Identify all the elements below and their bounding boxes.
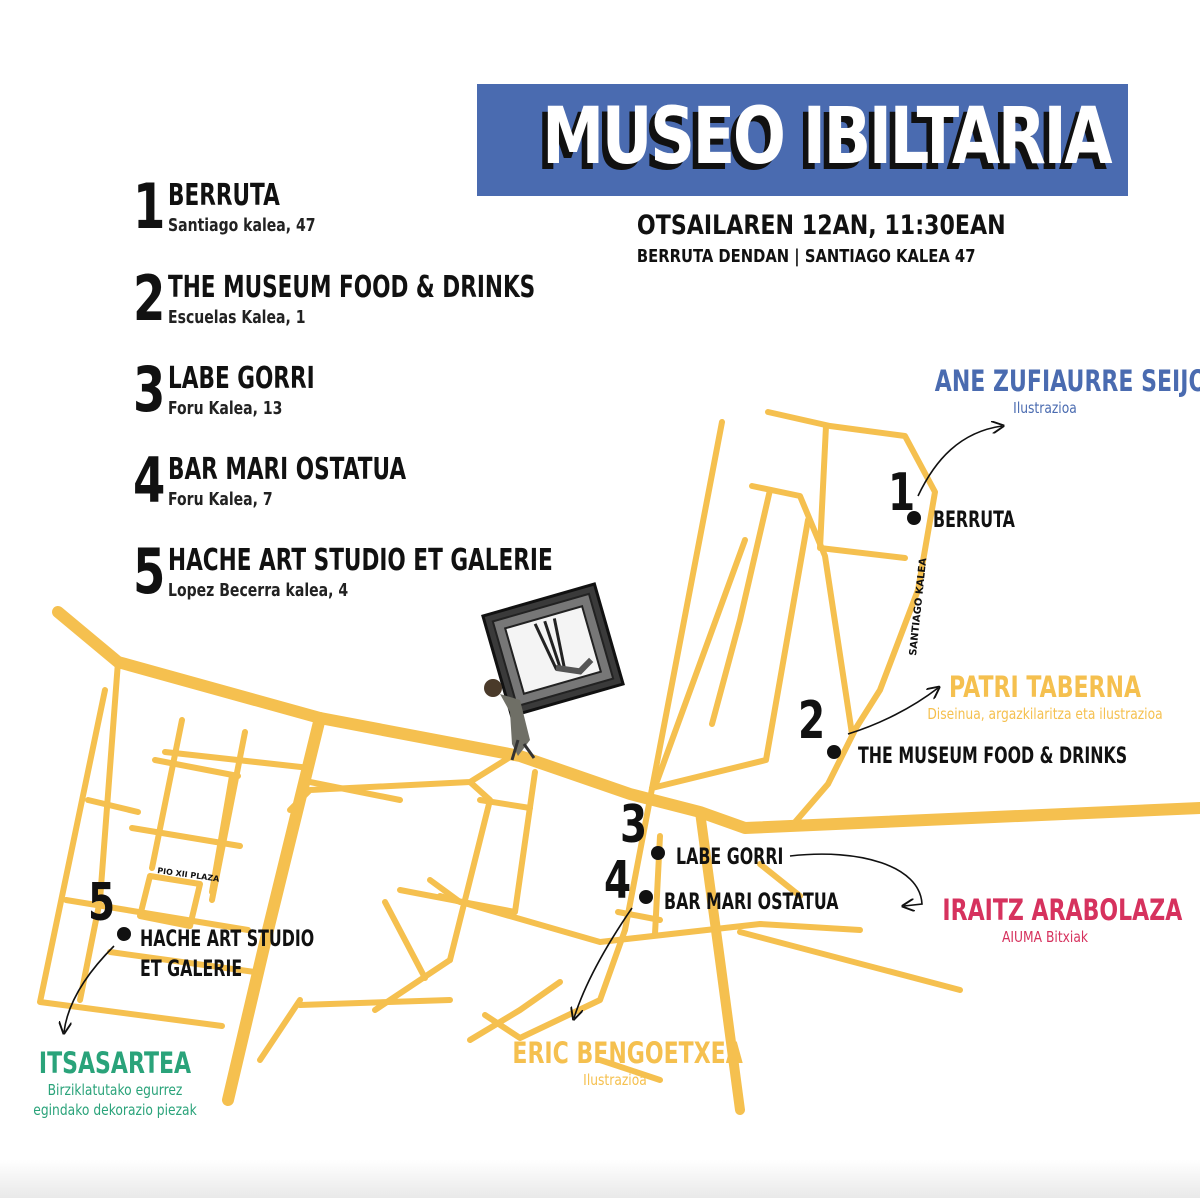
artist-eric: ERIC BENGOETXEA Ilustrazioa (480, 1036, 750, 1090)
marker-5-number: 5 (88, 871, 115, 932)
marker-dots (117, 511, 921, 941)
artist-description: Ilustrazioa (583, 1071, 647, 1089)
legend-number: 3 (133, 353, 166, 426)
road-network (37, 409, 1200, 1115)
artist-name: ERIC BENGOETXEA (512, 1036, 743, 1070)
marker-5-label-line1: HACHE ART STUDIO (140, 925, 314, 951)
legend-address: Lopez Becerra kalea, 4 (168, 580, 349, 601)
legend-name: THE MUSEUM FOOD & DRINKS (168, 270, 536, 305)
artist-itsasartea: ITSASARTEA Birziklatutako egurrez eginda… (10, 1046, 220, 1120)
artist-patri: PATRI TABERNA Diseinua, argazkilaritza e… (900, 670, 1190, 724)
road-left-vertical (222, 712, 326, 1106)
marker-2-number: 2 (798, 689, 825, 750)
artist-iraitz: IRAITZ ARABOLAZA AIUMA Bitxiak (910, 893, 1183, 947)
marker-1-dot[interactable] (907, 511, 921, 525)
legend-number: 2 (133, 262, 166, 335)
arrow-to-patri (847, 688, 938, 735)
legend-address: Escuelas Kalea, 1 (168, 307, 306, 328)
arrow-to-ane (917, 426, 1002, 497)
marker-3-label: LABE GORRI (676, 843, 783, 869)
arrow-to-itsasartea (64, 945, 115, 1032)
artist-description-line2: egindako dekorazio piezak (33, 1101, 197, 1119)
artist-description-line1: Birziklatutako egurrez (47, 1081, 183, 1099)
title-banner: MUSEO IBILTARIA (477, 84, 1128, 196)
legend-address: Foru Kalea, 13 (168, 398, 283, 419)
marker-3-number: 3 (620, 793, 647, 854)
marker-5-label-line2: ET GALERIE (140, 955, 242, 981)
main-road (52, 606, 1200, 834)
artist-name: IRAITZ ARABOLAZA (942, 893, 1183, 927)
artist-ane: ANE ZUFIAURRE SEIJO Ilustrazioa (900, 364, 1200, 418)
plaza-square (137, 873, 203, 929)
legend-name: HACHE ART STUDIO ET GALERIE (168, 543, 553, 578)
marker-2-dot[interactable] (827, 745, 841, 759)
artist-description: Ilustrazioa (1013, 399, 1077, 417)
legend-address: Santiago kalea, 47 (168, 215, 316, 236)
artist-description: AIUMA Bitxiak (1001, 928, 1089, 946)
legend-address: Foru Kalea, 7 (168, 489, 273, 510)
arrow-to-eric (574, 907, 633, 1018)
legend-name: BERRUTA (168, 178, 280, 213)
legend-number: 1 (133, 170, 166, 243)
legend-number: 4 (133, 444, 166, 517)
marker-4-label: BAR MARI OSTATUA (664, 888, 839, 914)
marker-4-number: 4 (604, 849, 631, 910)
location-line: BERRUTA DENDAN | SANTIAGO KALEA 47 (636, 246, 976, 267)
legend-name: LABE GORRI (168, 361, 315, 396)
date-line: OTSAILAREN 12AN, 11:30EAN (636, 210, 1006, 241)
marker-1-number: 1 (888, 461, 915, 522)
artist-name: ITSASARTEA (38, 1046, 192, 1080)
bottom-fade (0, 1160, 1200, 1198)
arrow-to-iraitz (789, 853, 923, 906)
picture-frame-illustration (481, 582, 625, 761)
page-title: MUSEO IBILTARIA (542, 92, 1113, 182)
marker-2-label: THE MUSEUM FOOD & DRINKS (858, 742, 1127, 768)
artist-name: PATRI TABERNA (948, 670, 1142, 704)
marker-5-dot[interactable] (117, 927, 131, 941)
road-down-right (695, 807, 745, 1115)
marker-4-dot[interactable] (639, 890, 653, 904)
artist-name: ANE ZUFIAURRE SEIJO (934, 364, 1200, 398)
marker-1-label: BERRUTA (933, 506, 1015, 532)
marker-3-dot[interactable] (651, 846, 665, 860)
legend-name: BAR MARI OSTATUA (168, 452, 407, 487)
legend-number: 5 (133, 535, 166, 608)
artist-description: Diseinua, argazkilaritza eta ilustrazioa (927, 705, 1163, 723)
